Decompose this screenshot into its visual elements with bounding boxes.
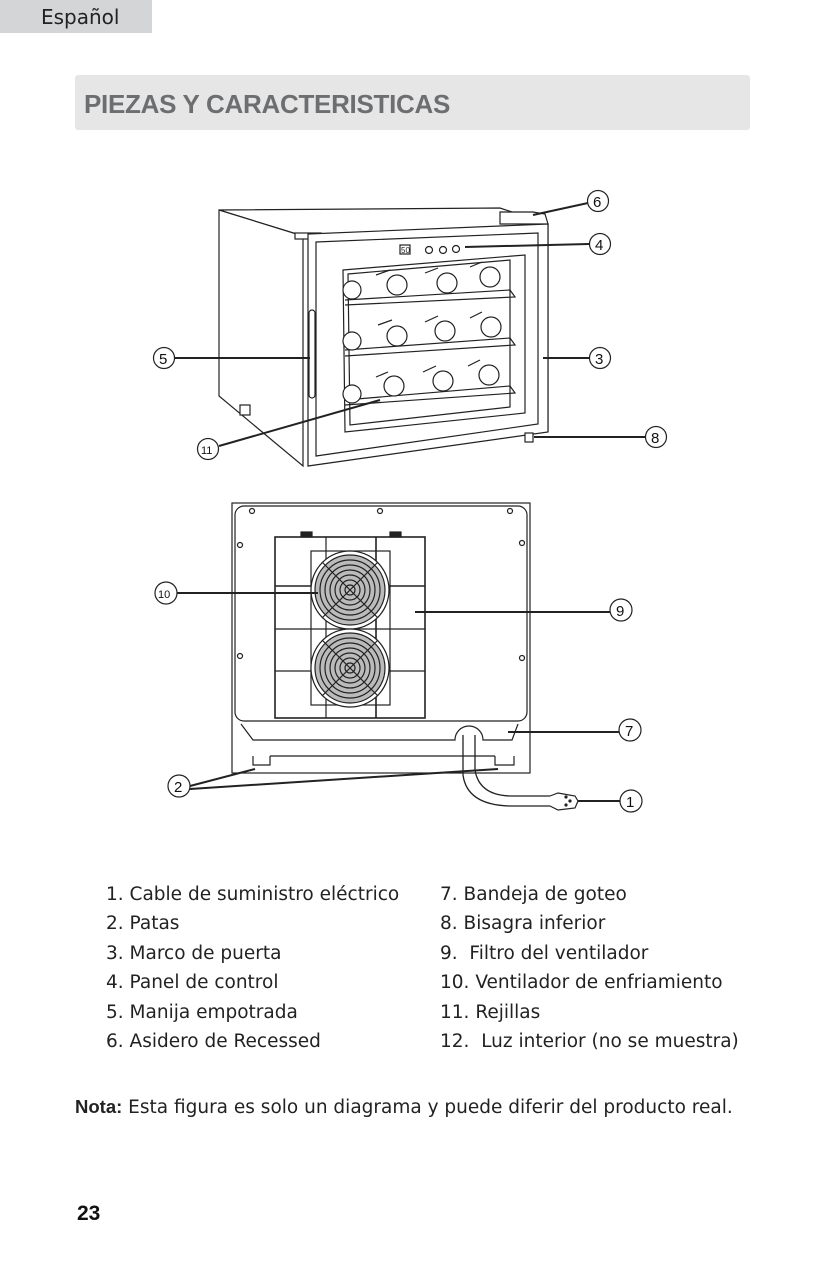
parts-list-column-2: 7. Bandeja de goteo 8. Bisagra inferior …	[440, 880, 739, 1056]
callout-6: 6	[532, 189, 610, 216]
screw-holes	[236, 507, 526, 662]
svg-text:4: 4	[595, 237, 603, 254]
parts-diagram: 50 6 4 5	[152, 189, 668, 813]
callout-8: 8	[534, 425, 668, 449]
note-label: Nota:	[75, 1096, 123, 1117]
callout-9: 9	[415, 598, 633, 622]
language-label: Español	[41, 5, 120, 29]
note-text: Esta figura es solo un diagrama y puede …	[122, 1097, 733, 1118]
list-item: 12. Luz interior (no se muestra)	[440, 1031, 739, 1053]
list-item: 9. Filtro del ventilador	[440, 942, 649, 964]
up-button-icon	[424, 245, 434, 255]
svg-text:5: 5	[159, 351, 167, 368]
page-number: 23	[77, 1202, 101, 1225]
list-item: 3. Marco de puerta	[106, 942, 282, 964]
plug-icon	[549, 792, 579, 811]
light-button-icon	[451, 244, 461, 254]
wine-bottles	[342, 261, 502, 404]
svg-text:11: 11	[201, 445, 212, 457]
parts-list-column-1: 1. Cable de suministro eléctrico 2. Pata…	[106, 880, 399, 1056]
callout-11: 11	[196, 399, 381, 461]
svg-text:6: 6	[593, 194, 601, 211]
svg-text:1: 1	[626, 794, 634, 811]
language-tab: Español	[0, 0, 152, 33]
list-item: 10. Ventilador de enfriamiento	[440, 972, 723, 994]
wine-cooler-front-view: 50	[218, 207, 549, 468]
svg-text:3: 3	[595, 351, 603, 368]
callout-3: 3	[543, 346, 612, 370]
callout-10: 10	[154, 581, 318, 605]
display-readout: 50	[401, 246, 410, 255]
svg-text:2: 2	[174, 779, 182, 796]
svg-text:7: 7	[625, 723, 633, 740]
list-item: 7. Bandeja de goteo	[440, 884, 627, 905]
callout-7: 7	[508, 718, 642, 742]
callout-2: 2	[167, 768, 499, 798]
list-item: 4. Panel de control	[106, 972, 279, 994]
list-item: 8. Bisagra inferior	[440, 913, 606, 935]
svg-text:8: 8	[651, 430, 659, 447]
temperature-display	[399, 244, 411, 255]
section-title-bar: PIEZAS Y CARACTERISTICAS	[75, 75, 750, 130]
callout-4: 4	[464, 232, 612, 256]
list-item: 11. Rejillas	[440, 1001, 541, 1023]
fan-icon	[310, 550, 390, 630]
svg-text:9: 9	[616, 603, 624, 620]
list-item: 2. Patas	[106, 913, 180, 935]
fan-icon	[310, 628, 390, 708]
callout-5: 5	[152, 346, 310, 370]
svg-text:10: 10	[158, 589, 170, 601]
down-button-icon	[438, 245, 448, 255]
list-item: 6. Asidero de Recessed	[106, 1031, 321, 1053]
callout-1: 1	[578, 789, 643, 813]
section-title: PIEZAS Y CARACTERISTICAS	[84, 89, 451, 119]
list-item: 5. Manija empotrada	[106, 1001, 298, 1023]
list-item: 1. Cable de suministro eléctrico	[106, 884, 400, 905]
wine-cooler-rear-view	[231, 502, 579, 811]
note: Nota: Esta figura es solo un diagrama y …	[75, 1096, 733, 1118]
